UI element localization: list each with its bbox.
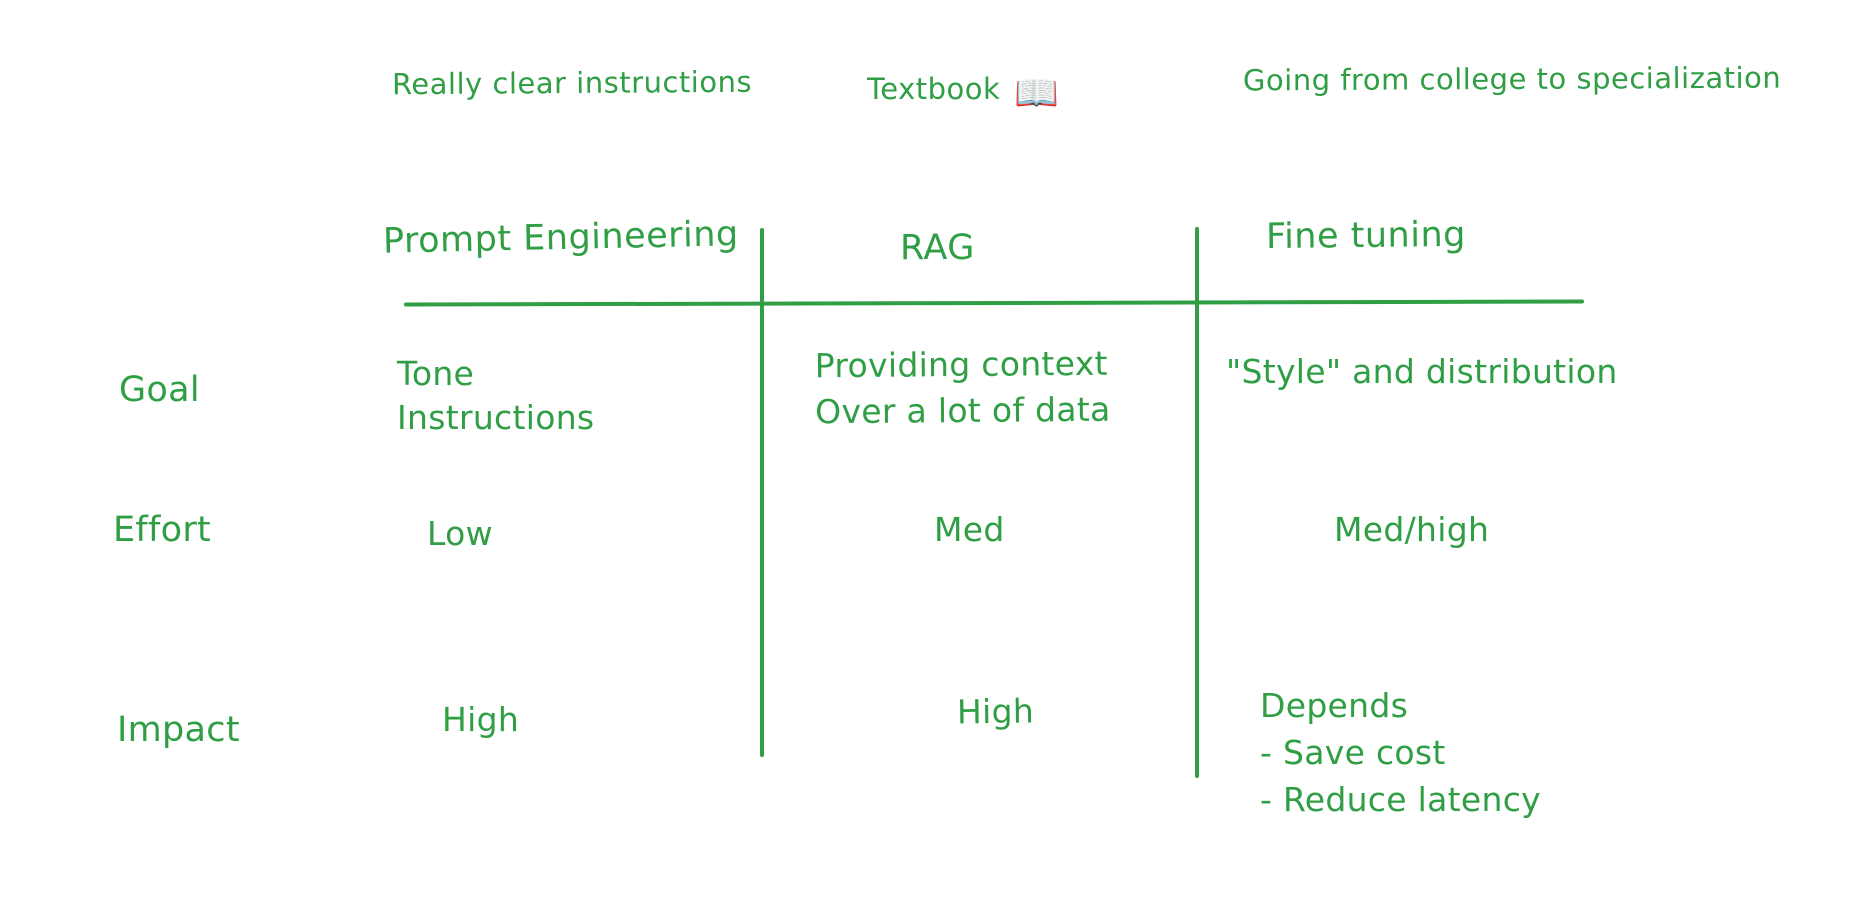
annotation-rag: Textbook 📖 bbox=[867, 72, 1060, 114]
cell-impact-prompt-engineering: High bbox=[442, 700, 520, 739]
row-label-goal: Goal bbox=[119, 370, 200, 410]
cell-goal-prompt-engineering-line-1: Tone bbox=[397, 354, 475, 393]
column-header-prompt-engineering: Prompt Engineering bbox=[382, 214, 740, 262]
column-header-rag: RAG bbox=[900, 228, 975, 268]
cell-impact-fine-tuning-line-2: - Save cost bbox=[1260, 733, 1446, 772]
cell-effort-fine-tuning: Med/high bbox=[1334, 510, 1490, 549]
cell-goal-rag-line-1: Providing context bbox=[814, 343, 1108, 386]
table-vertical-rule-1 bbox=[760, 228, 764, 757]
table-vertical-rule-2 bbox=[1195, 227, 1199, 778]
annotation-fine-tuning: Going from college to specialization bbox=[1242, 60, 1782, 98]
cell-goal-rag: Providing context Over a lot of data bbox=[815, 341, 1111, 436]
cell-impact-fine-tuning-line-1: Depends bbox=[1260, 686, 1409, 725]
open-book-emoji: 📖 bbox=[1014, 73, 1060, 114]
cell-goal-prompt-engineering-line-2: Instructions bbox=[397, 398, 595, 437]
column-header-fine-tuning: Fine tuning bbox=[1265, 214, 1467, 258]
cell-goal-prompt-engineering: Tone Instructions bbox=[397, 352, 594, 440]
annotation-rag-text: Textbook bbox=[867, 72, 1001, 106]
cell-impact-rag: High bbox=[956, 691, 1035, 732]
cell-effort-prompt-engineering: Low bbox=[427, 514, 493, 553]
table-horizontal-rule bbox=[403, 299, 1585, 307]
row-label-impact: Impact bbox=[117, 710, 240, 750]
cell-impact-fine-tuning: Depends - Save cost - Reduce latency bbox=[1260, 682, 1541, 823]
cell-effort-rag: Med bbox=[934, 510, 1005, 549]
annotation-prompt-engineering: Really clear instructions bbox=[391, 64, 753, 102]
cell-impact-fine-tuning-line-3: - Reduce latency bbox=[1260, 780, 1541, 819]
row-label-effort: Effort bbox=[113, 510, 212, 550]
cell-goal-rag-line-2: Over a lot of data bbox=[815, 389, 1111, 432]
cell-goal-fine-tuning: "Style" and distribution bbox=[1226, 352, 1618, 391]
